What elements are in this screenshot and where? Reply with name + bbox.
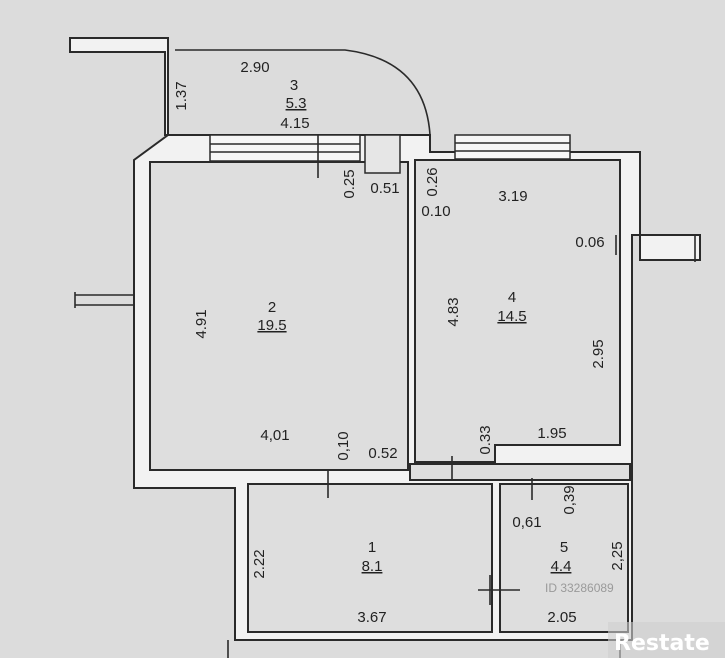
room-2-number: 2	[268, 299, 276, 316]
balcony-outline	[175, 49, 431, 136]
hall-strip	[409, 463, 631, 481]
dim-wall-052: 0.52	[368, 445, 397, 462]
room-3-number: 3	[290, 77, 298, 94]
room-4	[414, 159, 621, 463]
dim-room4-width: 3.19	[498, 188, 527, 205]
left-stub	[74, 292, 134, 308]
watermark-id: ID 33286089	[545, 581, 614, 595]
room-4-number: 4	[508, 289, 516, 306]
room-3-area: 5.3	[286, 95, 307, 112]
dim-room4-step: 0.33	[477, 425, 494, 454]
dim-room1-height: 2.22	[251, 549, 268, 578]
window-right	[454, 134, 571, 160]
dim-room4-offset: 0.06	[575, 234, 604, 251]
room-5-number: 5	[560, 539, 568, 556]
dim-room2-height: 4.91	[193, 309, 210, 338]
dim-room1-width: 3.67	[357, 609, 386, 626]
room-5-area: 4.4	[551, 558, 572, 575]
room-1-area: 8.1	[362, 558, 383, 575]
room-4-area: 14.5	[497, 308, 526, 325]
dim-wall-025: 0.25	[341, 169, 358, 198]
room-2-area: 19.5	[257, 317, 286, 334]
room-2	[149, 161, 409, 471]
dim-room5-height: 2,25	[609, 541, 626, 570]
dim-balcony-width: 2.90	[240, 59, 269, 76]
balcony-door	[364, 134, 401, 174]
dim-wall-039: 0,39	[561, 485, 578, 514]
watermark-brand: Restate	[614, 631, 710, 656]
dim-room5-width: 2.05	[547, 609, 576, 626]
room-1	[247, 483, 493, 633]
dim-wall-010-top: 0.10	[421, 203, 450, 220]
dim-wall-061: 0,61	[512, 514, 541, 531]
dim-room4-bottom: 1.95	[537, 425, 566, 442]
room-1-number: 1	[368, 539, 376, 556]
dim-wall-010-mid: 0,10	[335, 431, 352, 460]
tick-marks	[317, 135, 533, 605]
dim-room4-right: 2.95	[590, 339, 607, 368]
room-5	[499, 483, 629, 633]
window-left	[209, 134, 361, 162]
bottom-edge	[227, 640, 621, 658]
dim-room2-width: 4,01	[260, 427, 289, 444]
dim-wall-026: 0.26	[424, 167, 441, 196]
restate-logo: Restate	[608, 622, 725, 658]
dim-room4-height: 4.83	[445, 297, 462, 326]
dim-wall-051: 0.51	[370, 180, 399, 197]
dim-balcony-inner: 4.15	[280, 115, 309, 132]
dim-balcony-depth: 1.37	[173, 81, 190, 110]
